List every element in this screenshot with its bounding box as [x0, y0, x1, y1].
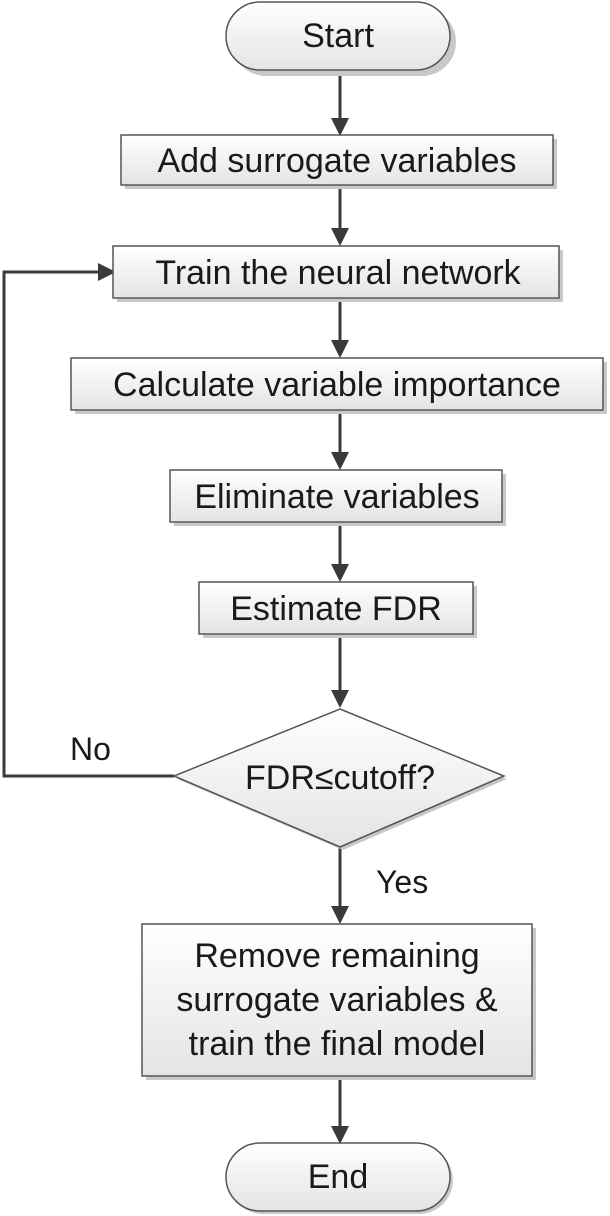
- decision-node: FDR≤cutoff?: [172, 708, 507, 850]
- end-label: End: [308, 1158, 369, 1196]
- add-surrogate-label: Add surrogate variables: [157, 142, 516, 180]
- estimate-fdr-node: Estimate FDR: [198, 581, 477, 638]
- no-edge-label: No: [70, 731, 111, 767]
- arrowhead: [331, 340, 349, 358]
- calculate-importance-label: Calculate variable importance: [113, 366, 561, 404]
- arrowhead: [331, 228, 349, 246]
- start-node: Start: [225, 1, 456, 76]
- remove-train-line-2: surrogate variables &: [176, 981, 498, 1019]
- arrowhead: [331, 452, 349, 470]
- arrowhead: [331, 906, 349, 924]
- train-network-label: Train the neural network: [155, 254, 521, 292]
- arrowhead: [331, 1126, 349, 1144]
- estimate-fdr-label: Estimate FDR: [230, 590, 442, 628]
- arrowhead: [98, 263, 116, 281]
- decision-label: FDR≤cutoff?: [245, 759, 435, 797]
- eliminate-variables-node: Eliminate variables: [169, 469, 506, 526]
- arrow-no-loop: [2, 270, 174, 778]
- remove-train-final-node: Remove remaining surrogate variables & t…: [141, 923, 536, 1080]
- add-surrogate-node: Add surrogate variables: [120, 134, 557, 189]
- arrowhead: [331, 564, 349, 582]
- start-label: Start: [302, 17, 374, 55]
- eliminate-variables-label: Eliminate variables: [194, 478, 479, 516]
- end-node: End: [225, 1142, 453, 1214]
- train-network-node: Train the neural network: [112, 245, 563, 302]
- yes-edge-label: Yes: [376, 864, 428, 900]
- remove-train-line-3: train the final model: [189, 1025, 486, 1063]
- calculate-importance-node: Calculate variable importance: [70, 357, 607, 414]
- remove-train-line-1: Remove remaining: [194, 937, 479, 975]
- connectors: [2, 72, 349, 1144]
- arrowhead: [331, 690, 349, 708]
- arrowhead: [331, 118, 349, 136]
